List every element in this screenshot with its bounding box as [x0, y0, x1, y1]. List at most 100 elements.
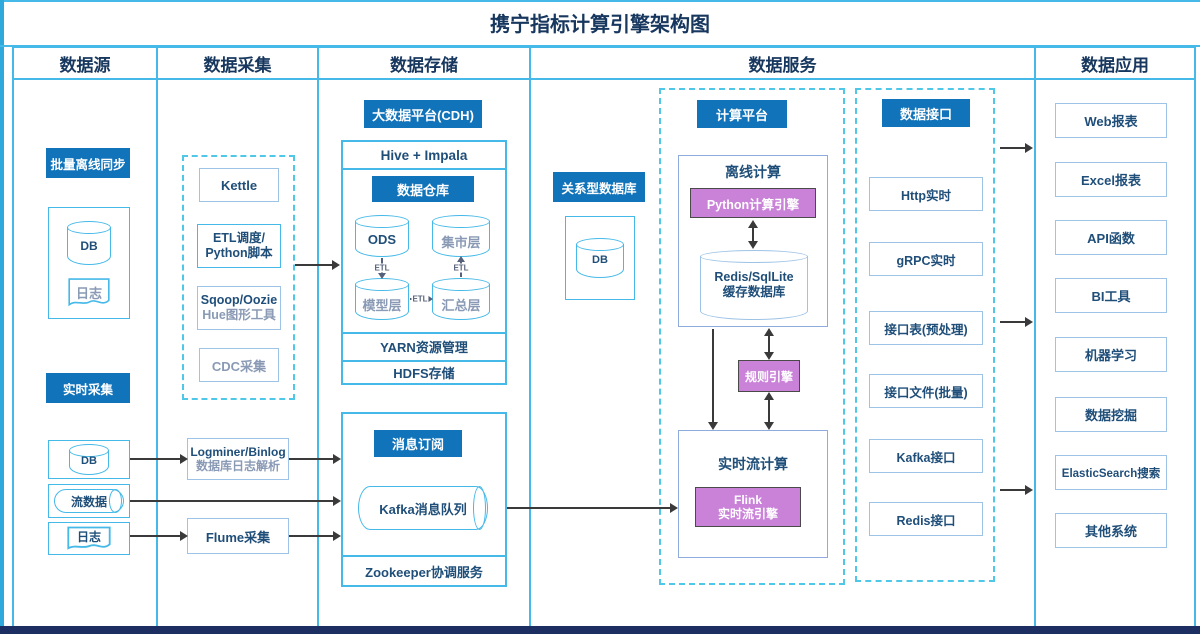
interface-grpc-box: gRPC实时: [869, 242, 983, 276]
db-label: DB: [80, 238, 98, 253]
model-label: 模型层: [362, 297, 402, 313]
arrow-offline-rule: [764, 328, 774, 360]
arrow-rule-stream: [764, 392, 774, 430]
etl-label: ETL: [411, 294, 429, 304]
compute-platform-badge: 计算平台: [697, 100, 787, 128]
kettle-box: Kettle: [199, 168, 279, 202]
cdh-platform-badge: 大数据平台(CDH): [364, 100, 482, 128]
etl-schedule-line2: Python脚本: [205, 246, 273, 260]
app-excel-report-box: Excel报表: [1055, 162, 1167, 197]
arrow-interface-to-web: [1000, 143, 1033, 153]
realtime-collect-badge: 实时采集: [46, 373, 130, 403]
collect-tools-group-box: [182, 155, 295, 400]
flink-line2: 实时流引擎: [717, 507, 778, 521]
log-label: 日志: [76, 530, 101, 545]
app-bi-box: BI工具: [1055, 278, 1167, 313]
redis-cache-line1: Redis/SqlLite: [714, 269, 794, 284]
message-subscribe-badge: 消息订阅: [374, 430, 462, 457]
summary-label: 汇总层: [441, 297, 481, 313]
column-divider: [1034, 80, 1036, 626]
python-engine-box: Python计算引擎: [690, 188, 816, 218]
header-storage: 数据存储: [317, 46, 531, 80]
arrow-flume-to-kafka: [289, 531, 341, 541]
etl-label: ETL: [373, 263, 391, 273]
logminer-line1: Logminer/Binlog: [190, 444, 286, 459]
column-divider: [317, 80, 319, 626]
top-border-line: [0, 0, 1200, 2]
log-label: 日志: [75, 285, 102, 301]
app-web-report-box: Web报表: [1055, 103, 1167, 138]
arrow-stream-to-kafka: [130, 496, 341, 506]
flume-collect-box: Flume采集: [187, 518, 289, 554]
interface-redis-box: Redis接口: [869, 502, 983, 536]
logminer-line2: 数据库日志解析: [195, 459, 280, 473]
log-document-icon: 日志: [66, 525, 112, 553]
sqoop-oozie-box: Sqoop/Oozie Hue图形工具: [197, 286, 281, 330]
app-elasticsearch-box: ElasticSearch搜索: [1055, 455, 1167, 490]
kafka-label: Kafka消息队列: [379, 501, 467, 517]
ods-cylinder-icon: ODS: [355, 215, 409, 257]
header-apps: 数据应用: [1034, 46, 1196, 80]
yarn-separator-line: [341, 332, 507, 334]
arrow-offline-to-stream: [708, 329, 718, 430]
zookeeper-label: Zookeeper协调服务: [365, 564, 483, 580]
kafka-cylinder-icon: Kafka消息队列: [358, 486, 488, 530]
column-divider: [529, 80, 531, 626]
arrow-interface-to-bi: [1000, 317, 1033, 327]
header-collect: 数据采集: [156, 46, 319, 80]
relational-db-badge: 关系型数据库: [553, 172, 645, 202]
stream-label: 流数据: [70, 494, 107, 509]
summary-layer-cylinder-icon: 汇总层: [432, 278, 490, 320]
data-interface-group-box: [855, 88, 995, 582]
app-api-box: API函数: [1055, 220, 1167, 255]
interface-kafka-box: Kafka接口: [869, 439, 983, 473]
redis-cache-line2: 缓存数据库: [722, 284, 786, 299]
hdfs-separator-line: [341, 360, 507, 362]
hive-impala-title: Hive + Impala: [380, 147, 468, 163]
arrow-collect-to-storage: [295, 260, 340, 270]
redis-cache-label: Redis/SqlLite 缓存数据库: [700, 270, 808, 300]
db-cylinder-icon: DB: [69, 444, 109, 475]
cdc-collect-box: CDC采集: [199, 348, 279, 382]
zookeeper-separator-line: [341, 555, 507, 557]
compute-platform-group-box: [659, 88, 845, 585]
mart-layer-cylinder-icon: 集市层: [432, 215, 490, 257]
app-ml-box: 机器学习: [1055, 337, 1167, 372]
ods-label: ODS: [367, 231, 397, 247]
data-interface-badge: 数据接口: [882, 99, 970, 127]
sqoop-line2: Hue图形工具: [202, 308, 276, 322]
interface-file-box: 接口文件(批量): [869, 374, 983, 408]
flink-engine-box: Flink 实时流引擎: [695, 487, 801, 527]
arrow-kafka-to-flink: [507, 503, 678, 513]
log-document-icon: 日志: [67, 275, 111, 311]
arrow-logminer-to-kafka: [289, 454, 341, 464]
stream-cylinder-icon: 流数据: [54, 489, 124, 513]
data-warehouse-badge: 数据仓库: [372, 176, 474, 202]
column-divider: [12, 80, 14, 626]
logminer-binlog-box: Logminer/Binlog 数据库日志解析: [187, 438, 289, 480]
redis-cache-cylinder-icon: Redis/SqlLite 缓存数据库: [700, 250, 808, 320]
rule-engine-box: 规则引擎: [738, 360, 800, 392]
db-label: DB: [81, 454, 97, 467]
realtime-stream-title: 实时流计算: [718, 456, 788, 472]
yarn-label: YARN资源管理: [380, 339, 468, 355]
offline-compute-title: 离线计算: [725, 164, 781, 180]
arrow-interface-to-es: [1000, 485, 1033, 495]
page-title: 携宁指标计算引擎架构图: [490, 14, 710, 36]
etl-schedule-box: ETL调度/ Python脚本: [197, 224, 281, 268]
flink-line1: Flink: [733, 492, 762, 507]
column-divider: [156, 80, 158, 626]
bottom-bar: [0, 626, 1200, 634]
mart-label: 集市层: [441, 234, 481, 250]
arrow-rtdb-to-logminer: [130, 454, 188, 464]
db-label: DB: [592, 254, 608, 266]
interface-http-box: Http实时: [869, 177, 983, 211]
interface-table-box: 接口表(预处理): [869, 311, 983, 345]
model-layer-cylinder-icon: 模型层: [355, 278, 409, 320]
hdfs-label: HDFS存储: [393, 366, 455, 381]
db-cylinder-icon: DB: [576, 238, 624, 278]
app-mining-box: 数据挖掘: [1055, 397, 1167, 432]
header-source: 数据源: [12, 46, 158, 80]
db-cylinder-icon: DB: [67, 221, 111, 265]
